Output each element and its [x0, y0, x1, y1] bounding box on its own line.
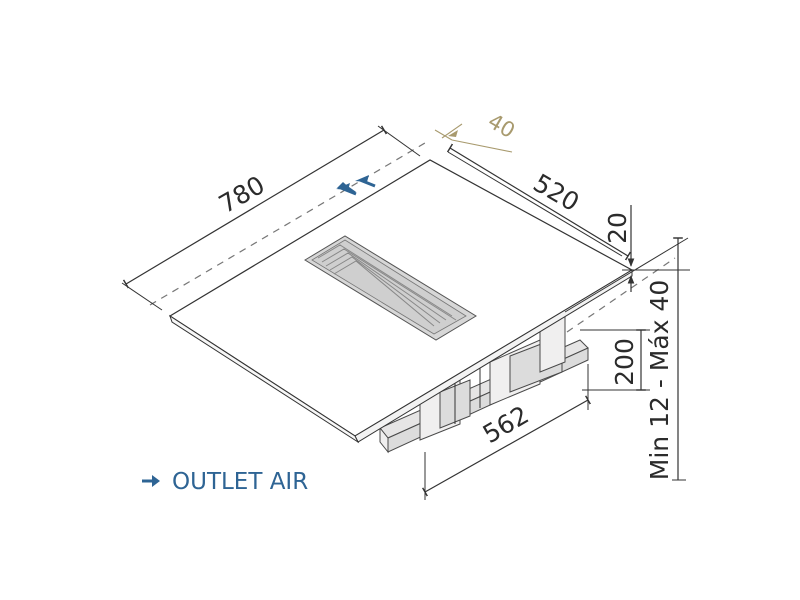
thickness-label: 20: [603, 212, 632, 244]
unit-height-label: 200: [610, 338, 639, 386]
unit-width-dimension: [422, 364, 591, 500]
legend: OUTLET AIR: [142, 469, 308, 495]
unit-height-dimension: [580, 329, 650, 391]
depth-dimension: [446, 143, 632, 261]
arrow-right-icon: [142, 475, 160, 487]
width-label: 780: [214, 170, 270, 219]
worktop-dimension: [564, 237, 689, 481]
depth-label: 520: [528, 168, 584, 217]
unit-width-label: 562: [478, 400, 534, 449]
width-dimension: [121, 125, 421, 311]
thickness-dimension: [622, 205, 690, 292]
legend-label: OUTLET AIR: [172, 469, 308, 495]
worktop-range-label: Min 12 - Máx 40: [645, 280, 674, 480]
setback-label: 40: [484, 109, 519, 143]
